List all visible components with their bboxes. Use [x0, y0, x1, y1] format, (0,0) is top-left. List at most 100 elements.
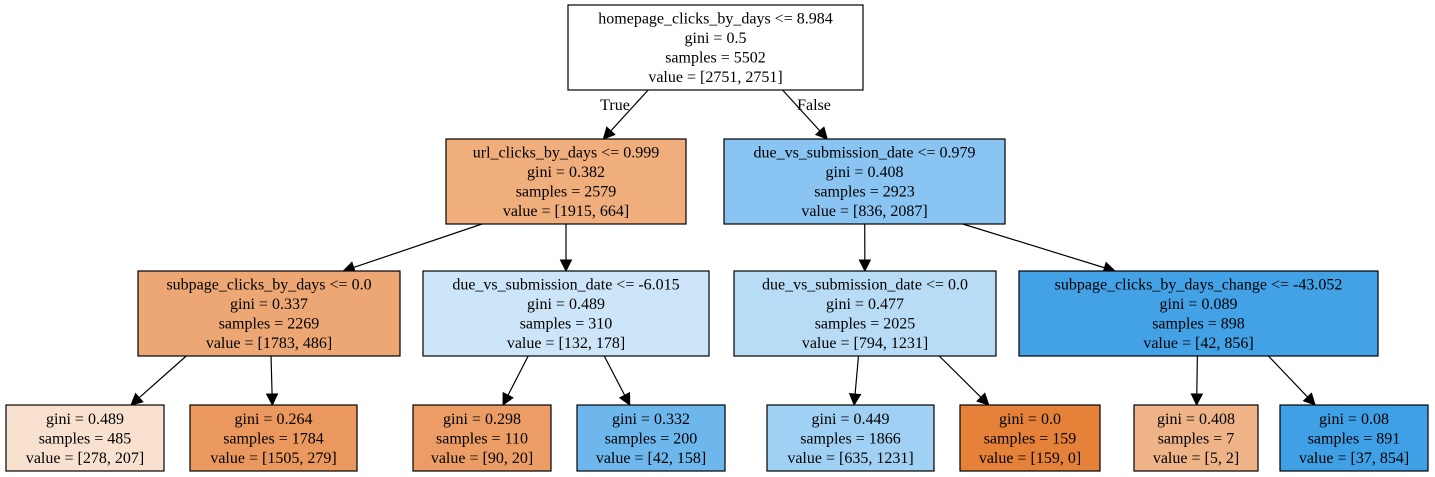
edges-layer: True False [130, 89, 1316, 407]
arrow-head [130, 392, 144, 406]
node-text-line: value = [42, 158] [596, 450, 706, 467]
split-node: subpage_clicks_by_days <= 0.0 gini = 0.33… [137, 270, 401, 357]
node-text-line: due_vs_submission_date <= 0.0 [762, 277, 968, 294]
split-node: url_clicks_by_days <= 0.999 gini = 0.382 s… [445, 138, 687, 225]
leaf-node: gini = 0.298 samples = 110 value = [90, 20… [412, 404, 552, 472]
node-box [189, 404, 358, 472]
edge-line [854, 355, 860, 395]
edge-line [962, 223, 1105, 269]
edge-label-true: True [600, 97, 630, 114]
tree-edge [962, 223, 1117, 274]
edge-line [782, 89, 821, 132]
arrow-head [1190, 393, 1204, 407]
node-text-line: value = [90, 20] [431, 450, 533, 467]
arrow-head [502, 391, 514, 406]
node-text-line: samples = 1866 [800, 430, 901, 447]
node-text-line: gini = 0.0 [999, 411, 1061, 428]
node-text-line: samples = 7 [1158, 430, 1235, 447]
tree-edge [1268, 355, 1316, 406]
node-box [1018, 270, 1379, 357]
tree-edge [559, 224, 573, 273]
arrow-head [602, 126, 616, 140]
node-text-line: gini = 0.382 [527, 164, 605, 181]
node-text-line: gini = 0.477 [826, 296, 904, 313]
node-text-line: subpage_clicks_by_days <= 0.0 [166, 277, 371, 294]
edge-line [610, 89, 649, 132]
node-box [1133, 404, 1259, 472]
node-text-line: value = [278, 207] [26, 450, 144, 467]
node-text-line: gini = 0.489 [527, 296, 605, 313]
node-text-line: due_vs_submission_date <= -6.015 [452, 277, 679, 294]
arrow-head [559, 259, 573, 273]
node-box [567, 4, 864, 91]
tree-edge [502, 355, 529, 406]
arrow-head [814, 126, 829, 140]
node-box [723, 138, 1006, 225]
node-box [137, 270, 401, 357]
node-text-line: due_vs_submission_date <= 0.979 [753, 145, 975, 162]
edge-line [270, 355, 273, 395]
split-node: due_vs_submission_date <= 0.979 gini = 0.… [723, 138, 1006, 225]
node-text-line: gini = 0.489 [46, 411, 124, 428]
node-text-line: value = [2751, 2751] [648, 69, 782, 86]
node-text-line: gini = 0.408 [1157, 411, 1235, 428]
node-text-line: value = [159, 0] [979, 450, 1081, 467]
split-node: subpage_clicks_by_days_change <= -43.052… [1018, 270, 1379, 357]
edge-line [507, 355, 529, 396]
edge-line [138, 355, 187, 399]
node-text-line: samples = 1784 [223, 430, 324, 447]
node-text-line: gini = 0.089 [1160, 296, 1238, 313]
node-text-line: gini = 0.449 [812, 411, 890, 428]
edge-line [1196, 355, 1198, 395]
node-box [733, 270, 997, 357]
node-text-line: gini = 0.332 [612, 411, 690, 428]
node-text-line: samples = 110 [436, 430, 528, 447]
node-text-line: value = [794, 1231] [802, 335, 928, 352]
edge-line [1268, 355, 1308, 398]
nodes-layer: homepage_clicks_by_days <= 8.984 gini = 0… [5, 4, 1429, 472]
arrow-head [1302, 392, 1316, 406]
node-text-line: gini = 0.337 [230, 296, 308, 313]
node-text-line: samples = 200 [605, 430, 698, 447]
arrow-head [976, 392, 990, 406]
node-text-line: gini = 0.08 [1319, 411, 1389, 428]
node-text-line: samples = 2025 [815, 316, 916, 333]
tree-edge [603, 355, 631, 406]
node-text-line: homepage_clicks_by_days <= 8.984 [598, 11, 832, 28]
edge-line [938, 355, 982, 398]
node-box [445, 138, 687, 225]
node-box [766, 404, 935, 472]
node-text-line: gini = 0.408 [826, 164, 904, 181]
node-text-line: samples = 5502 [665, 50, 766, 67]
node-text-line: samples = 2579 [516, 184, 617, 201]
edge-line [603, 355, 626, 396]
edge-label-false: False [797, 97, 831, 114]
arrow-head [618, 391, 631, 406]
tree-edge [602, 89, 649, 140]
tree-edge [858, 223, 872, 273]
arrow-head [265, 393, 279, 407]
node-text-line: gini = 0.298 [443, 411, 521, 428]
node-text-line: samples = 310 [520, 316, 613, 333]
node-text-line: subpage_clicks_by_days_change <= -43.052 [1055, 277, 1343, 294]
tree-edge [1190, 355, 1204, 407]
node-text-line: gini = 0.264 [235, 411, 313, 428]
node-text-line: url_clicks_by_days <= 0.999 [473, 145, 659, 162]
tree-edge [938, 355, 990, 406]
node-text-line: samples = 2269 [219, 316, 320, 333]
leaf-node: gini = 0.332 samples = 200 value = [42, 15… [576, 404, 726, 472]
node-box [959, 404, 1101, 472]
arrow-head [858, 259, 872, 273]
edge-line [353, 223, 483, 269]
node-text-line: samples = 898 [1152, 316, 1245, 333]
arrow-head [848, 392, 862, 407]
node-text-line: value = [42, 856] [1143, 335, 1253, 352]
node-box [5, 404, 165, 472]
